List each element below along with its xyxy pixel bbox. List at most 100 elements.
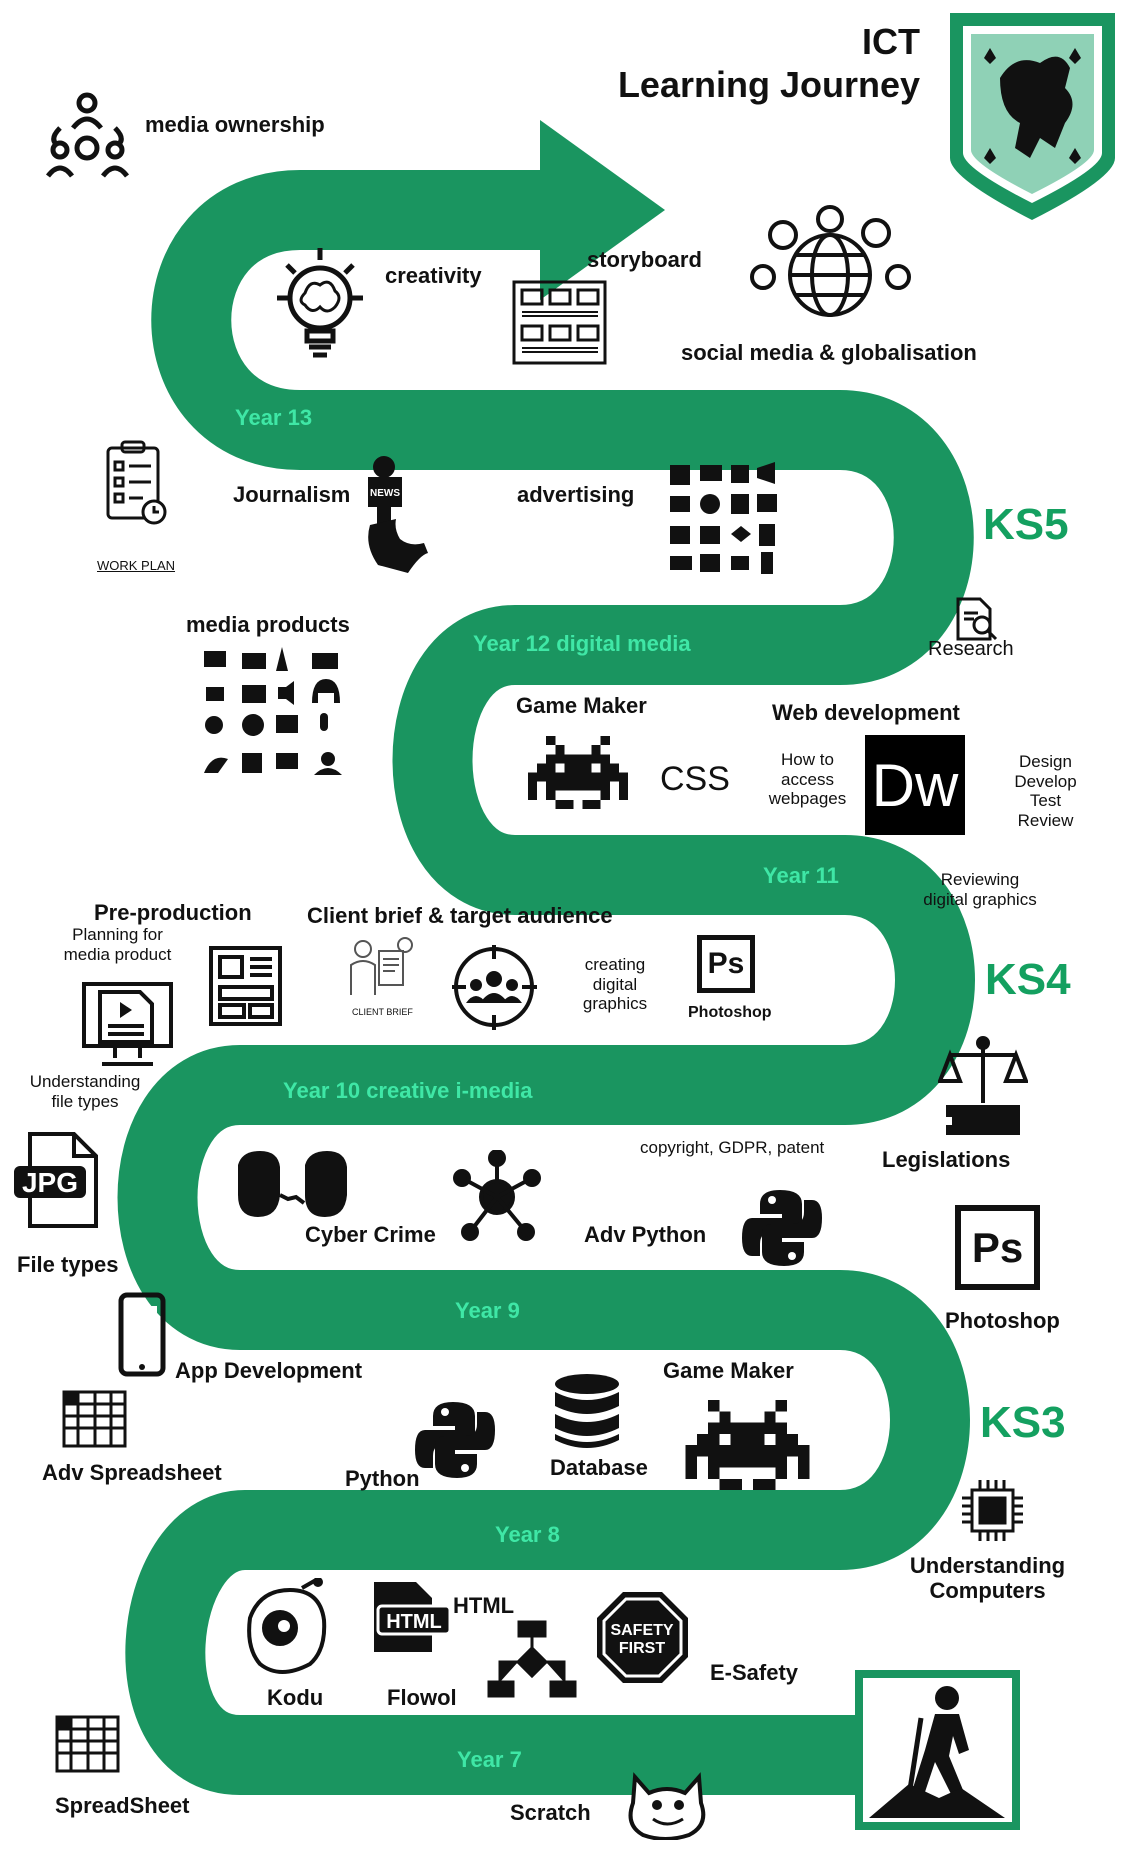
reviewing-graphics-label: Reviewing digital graphics <box>905 870 1055 909</box>
design-step-4: Review <box>1017 810 1074 830</box>
news-microphone-icon: NEWS <box>368 456 428 573</box>
html-icon-text: HTML <box>386 1611 442 1633</box>
creativity-lightbulb-icon <box>277 248 363 358</box>
jpg-icon-text: JPG <box>22 1167 78 1198</box>
python-logo-icon <box>415 1402 495 1478</box>
design-step-2: Develop <box>1014 771 1077 791</box>
journalism-label: Journalism <box>233 482 351 507</box>
creating-line-2: digital <box>592 974 638 994</box>
legislations-label: Legislations <box>882 1147 1011 1172</box>
how-to-line-1: How to <box>781 750 834 769</box>
understanding-file-types-label: Understanding file types <box>20 1072 150 1111</box>
media-ownership-label: media ownership <box>145 112 325 137</box>
understanding-computers-line-1: Understanding <box>909 1553 1066 1578</box>
spreadsheet-label: SpreadSheet <box>55 1793 190 1818</box>
year-12-label: Year 12 digital media <box>473 631 691 656</box>
jpg-file-icon: JPG <box>14 1132 98 1228</box>
legislation-scales-icon <box>938 1036 1028 1135</box>
planning-line-1: Planning for <box>72 925 163 944</box>
adv-spreadsheet-icon <box>62 1390 127 1448</box>
how-to-line-2: access <box>781 769 834 789</box>
storyboard-icon <box>512 280 607 365</box>
creating-line-3: graphics <box>582 994 648 1014</box>
creativity-label: creativity <box>385 263 482 288</box>
svg-text:NEWS: NEWS <box>370 488 400 499</box>
client-brief-small-label: CLIENT BRIEF <box>352 1007 413 1017</box>
safety-first-line-2: FIRST <box>619 1640 665 1657</box>
ks5-label: KS5 <box>983 500 1069 549</box>
page-title: ICT Learning Journey <box>560 20 920 106</box>
reviewing-line-1: Reviewing <box>940 870 1020 889</box>
design-steps-label: Design Develop Test Review <box>1003 752 1088 830</box>
css-label: CSS <box>660 760 730 798</box>
flowol-label: Flowol <box>387 1685 457 1710</box>
dreamweaver-logo-icon: Dw <box>865 735 965 835</box>
photoshop-logo-text: Ps <box>971 1223 1024 1271</box>
game-maker-ks3-label: Game Maker <box>663 1358 794 1383</box>
web-development-label: Web development <box>772 700 960 725</box>
layout-wireframe-icon <box>209 946 282 1026</box>
copyright-label: copyright, GDPR, patent <box>640 1138 825 1157</box>
social-media-label: social media & globalisation <box>681 340 977 365</box>
media-product-screen-icon <box>82 982 173 1066</box>
adv-spreadsheet-label: Adv Spreadsheet <box>42 1460 222 1485</box>
school-crest-icon <box>950 13 1115 220</box>
game-maker-ks5-label: Game Maker <box>516 693 647 718</box>
photoshop-label: Photoshop <box>945 1308 1060 1333</box>
how-to-line-3: webpages <box>768 789 847 809</box>
year-7-label: Year 7 <box>457 1747 522 1772</box>
cyber-crime-label: Cyber Crime <box>305 1222 436 1247</box>
kodu-character-icon <box>247 1578 327 1674</box>
advertising-label: advertising <box>517 482 635 507</box>
kodu-label: Kodu <box>267 1685 324 1710</box>
pre-production-label: Pre-production <box>94 900 252 925</box>
storyboard-label: storyboard <box>587 247 702 272</box>
understanding-computers-label: Understanding Computers <box>900 1553 1075 1604</box>
social-media-globe-icon <box>750 205 911 317</box>
title-line-1: ICT <box>862 21 920 62</box>
media-products-label: media products <box>186 612 350 637</box>
ks4-label: KS4 <box>985 955 1071 1004</box>
hiker-start-icon <box>855 1670 1020 1830</box>
advertising-icons-grid <box>670 462 777 574</box>
scratch-label: Scratch <box>510 1800 591 1825</box>
html-file-icon: HTML <box>374 1582 452 1652</box>
understanding-line-2: file types <box>51 1091 119 1111</box>
dreamweaver-logo-text: Dw <box>871 751 959 819</box>
spreadsheet-icon <box>55 1715 120 1773</box>
safety-first-sign-icon: SAFETY FIRST <box>597 1592 688 1683</box>
planning-line-2: media product <box>63 944 172 964</box>
database-label: Database <box>550 1455 648 1480</box>
ks3-label: KS3 <box>980 1398 1066 1447</box>
handcuffs-icon <box>238 1151 347 1217</box>
year-8-label: Year 8 <box>495 1522 560 1547</box>
client-brief-icon <box>350 937 413 995</box>
file-types-label: File types <box>17 1252 119 1277</box>
title-line-2: Learning Journey <box>617 64 920 106</box>
space-invader-ks3-icon <box>685 1400 810 1490</box>
photoshop-small-logo-icon: Ps <box>697 935 755 993</box>
flowchart-icon <box>487 1620 577 1698</box>
planning-label: Planning for media product <box>55 925 180 964</box>
understanding-computers-line-2: Computers <box>929 1578 1046 1604</box>
year-11-label: Year 11 <box>763 863 839 888</box>
network-hub-icon <box>453 1150 541 1241</box>
photoshop-small-logo-text: Ps <box>707 947 745 980</box>
media-ownership-icon <box>46 92 129 178</box>
safety-first-line-1: SAFETY <box>610 1622 673 1639</box>
creating-line-1: creating <box>584 955 646 974</box>
how-to-access-label: How to access webpages <box>760 750 855 809</box>
year-13-label: Year 13 <box>235 405 313 430</box>
media-products-icons-grid <box>204 647 342 775</box>
work-plan-clipboard-icon <box>106 440 167 525</box>
year-10-label: Year 10 creative i-media <box>283 1078 533 1103</box>
app-development-label: App Development <box>175 1358 363 1383</box>
photoshop-small-label: Photoshop <box>688 1004 772 1021</box>
space-invader-icon <box>528 736 628 809</box>
design-step-3: Test <box>1029 791 1062 811</box>
client-brief-label: Client brief & target audience <box>307 903 613 928</box>
esafety-label: E-Safety <box>710 1660 799 1685</box>
adv-python-logo-icon <box>742 1190 822 1266</box>
